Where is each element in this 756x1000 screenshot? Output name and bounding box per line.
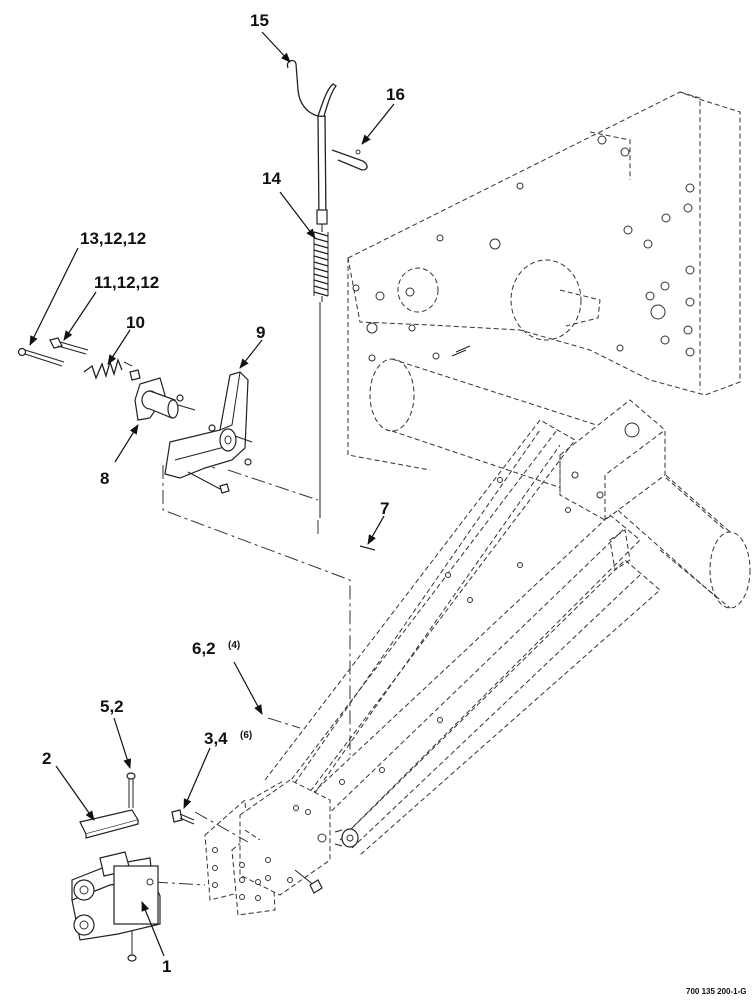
callout-1: 1 bbox=[162, 957, 171, 976]
callout-6-2-qty: (4) bbox=[228, 640, 240, 651]
plate-holes bbox=[352, 135, 695, 412]
callout-3-4: 3,4 bbox=[204, 729, 228, 748]
callout-2: 2 bbox=[42, 749, 51, 768]
roll-pin bbox=[359, 545, 376, 551]
callout-14: 14 bbox=[262, 169, 281, 188]
rod-spring bbox=[313, 231, 329, 297]
tongue-hitch-plates bbox=[204, 779, 331, 916]
leader-lines bbox=[29, 31, 395, 957]
callout-11: 11,12,12 bbox=[94, 273, 159, 292]
bolt-3 bbox=[171, 809, 195, 825]
plate-cutout-small bbox=[397, 267, 439, 313]
bolt-13 bbox=[17, 347, 65, 367]
plate-cutout-large bbox=[510, 259, 582, 341]
bolt-5 bbox=[126, 772, 136, 808]
nut bbox=[129, 369, 141, 381]
callout-3-4-qty: (6) bbox=[240, 730, 252, 741]
callout-8: 8 bbox=[100, 469, 109, 488]
callout-15: 15 bbox=[250, 11, 269, 30]
callout-10: 10 bbox=[126, 313, 145, 332]
drawing-number: 700 135 200-1-G bbox=[686, 987, 747, 996]
latch-spring bbox=[83, 357, 133, 380]
cotter-pin bbox=[331, 149, 368, 171]
latch-assembly bbox=[17, 337, 253, 494]
rear-plate bbox=[347, 91, 741, 396]
callout-13: 13,12,12 bbox=[80, 229, 146, 248]
latch-8 bbox=[134, 377, 196, 421]
callout-labels: 15 16 14 13,12,12 11,12,12 10 9 8 7 6,2 … bbox=[42, 11, 747, 996]
tongue-bolt-nut bbox=[294, 869, 323, 894]
rod-handle bbox=[286, 59, 327, 223]
bolt-11 bbox=[49, 337, 89, 355]
callout-6-2: 6,2 bbox=[192, 639, 216, 658]
tongue-beams bbox=[264, 419, 661, 856]
hitch-parts bbox=[71, 772, 195, 962]
callout-9: 9 bbox=[256, 323, 265, 342]
shift-rod-assembly bbox=[286, 59, 337, 518]
tongue-pin bbox=[334, 828, 359, 848]
callout-16: 16 bbox=[386, 85, 405, 104]
frame-assembly bbox=[204, 91, 751, 916]
clevis-hitch-1 bbox=[71, 851, 161, 962]
bracket-9 bbox=[164, 371, 253, 494]
callout-5-2: 5,2 bbox=[100, 697, 124, 716]
callout-7: 7 bbox=[380, 499, 389, 518]
